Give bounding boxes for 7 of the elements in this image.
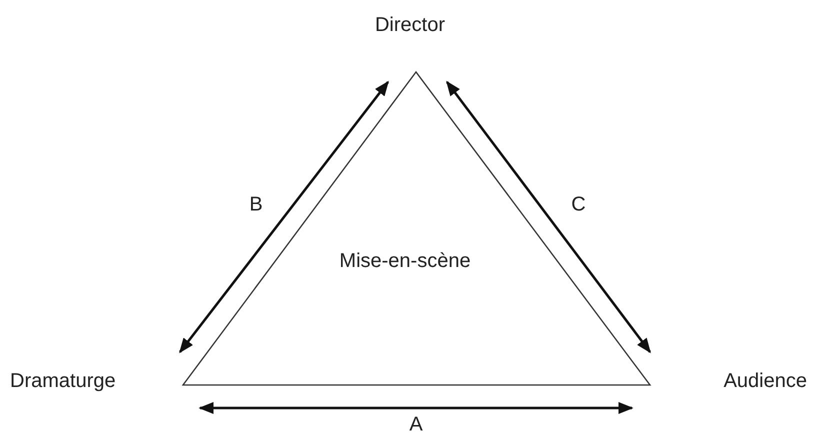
center-label: Mise-en-scène [330, 250, 480, 273]
role-label: Audience [724, 370, 807, 393]
role-label: Director [375, 14, 445, 37]
double-arrow [179, 80, 389, 354]
role-label: Dramaturge [10, 370, 116, 393]
double-arrow [446, 80, 651, 354]
double-arrow [198, 402, 634, 414]
